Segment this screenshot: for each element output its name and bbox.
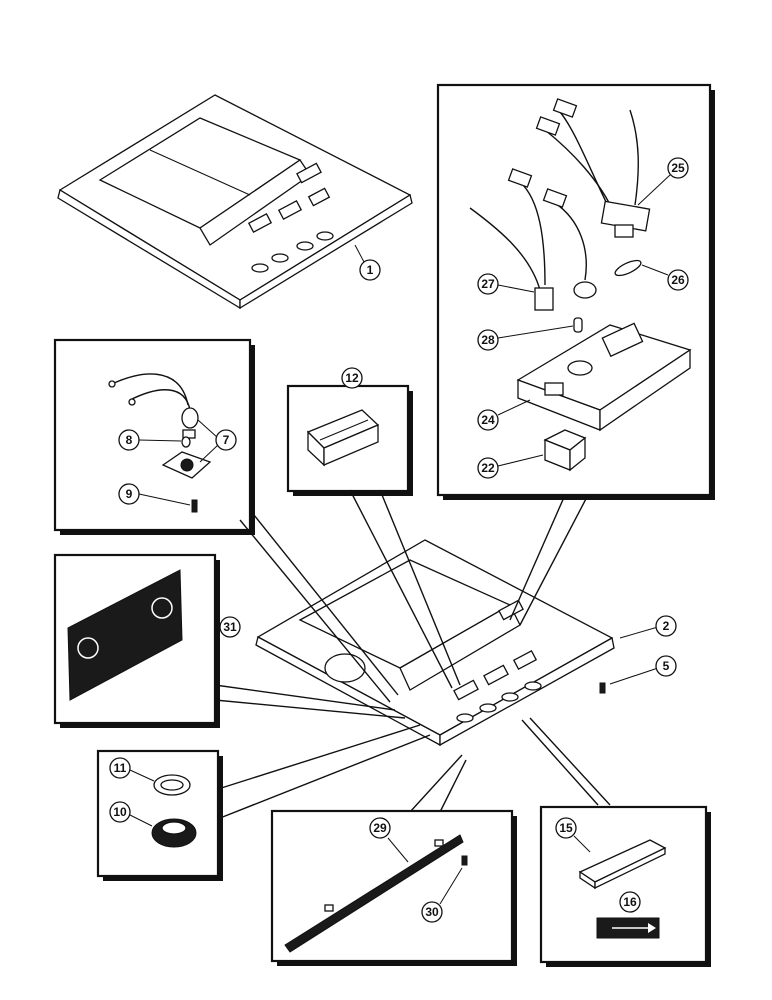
callout-11-label: 11: [114, 761, 127, 775]
inset-light-housing: [539, 805, 711, 967]
callout-26-label: 26: [671, 273, 685, 287]
callout-12: 12: [341, 367, 363, 389]
callout-8: 8: [118, 429, 182, 451]
callout-22: 22: [477, 454, 544, 479]
callout-27-label: 27: [481, 277, 495, 291]
callout-9-label: 9: [126, 487, 133, 501]
callout-30: 30: [421, 867, 463, 923]
callout-2-label: 2: [663, 619, 670, 633]
callout-25: 25: [637, 157, 689, 206]
callout-25-label: 25: [671, 161, 685, 175]
callout-1-label: 1: [367, 263, 374, 277]
callout-8-label: 8: [126, 433, 133, 447]
callout-16-label: 16: [623, 895, 637, 909]
callout-5-label: 5: [663, 659, 670, 673]
callout-16: 16: [619, 891, 641, 913]
inset-control-module: [436, 83, 715, 500]
callout-15: 15: [555, 817, 591, 853]
callout-12-label: 12: [345, 371, 359, 385]
callout-22-label: 22: [481, 461, 495, 475]
callout-28: 28: [477, 325, 574, 351]
callout-30-label: 30: [425, 905, 439, 919]
top-panel-assembly: [57, 94, 413, 310]
inset-switch-block: [286, 384, 413, 496]
callout-10: 10: [109, 801, 153, 827]
callout-7: 7: [197, 419, 237, 463]
callout-1: 1: [354, 244, 381, 281]
inset-trim-strip: [270, 809, 517, 966]
callout-29: 29: [369, 817, 409, 863]
callout-28-label: 28: [481, 333, 495, 347]
callout-2: 2: [619, 615, 677, 639]
callout-31: 31: [219, 616, 241, 638]
callout-31-label: 31: [223, 620, 237, 634]
callout-24: 24: [477, 399, 531, 431]
callout-26: 26: [641, 264, 689, 291]
callout-24-label: 24: [481, 413, 495, 427]
callout-27: 27: [477, 273, 535, 295]
callout-7-label: 7: [223, 433, 230, 447]
callout-11: 11: [109, 757, 155, 782]
main-panel-assembly: [214, 489, 615, 821]
callout-9: 9: [118, 483, 191, 506]
callout-5: 5: [599, 655, 677, 694]
callout-29-label: 29: [373, 821, 387, 835]
callout-15-label: 15: [559, 821, 573, 835]
inset-cover-plate: [53, 553, 220, 728]
callout-10-label: 10: [113, 805, 127, 819]
